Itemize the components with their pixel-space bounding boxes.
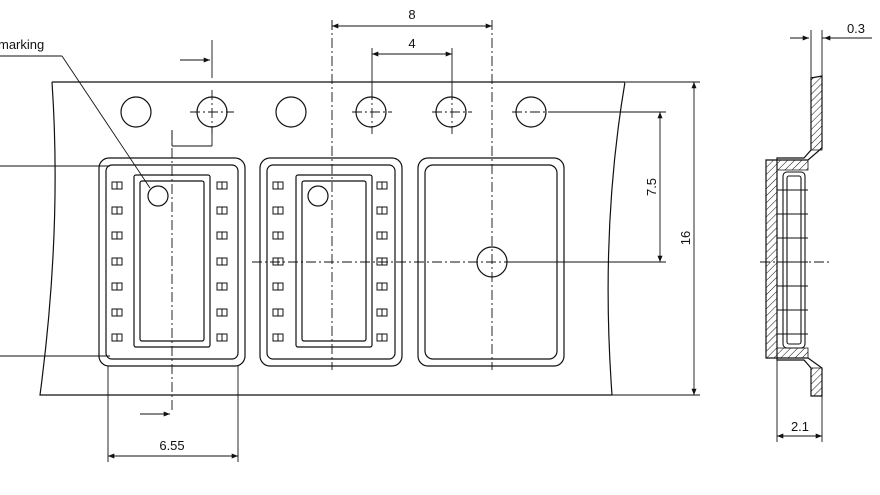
pin1-mark-2: [307, 185, 329, 207]
side-leads: [777, 189, 808, 335]
side-section-hatch: [765, 75, 823, 397]
label-hole-pitch: 4: [408, 36, 415, 51]
side-component: [782, 171, 806, 349]
tape-outline: [39, 81, 626, 396]
sprocket-holes: [120, 96, 547, 128]
label-marking: marking: [0, 37, 44, 52]
label-width: 16: [678, 231, 693, 245]
label-thickness: 0.3: [847, 21, 865, 36]
label-pitch: 8: [408, 7, 415, 22]
label-depth: 2.1: [791, 419, 809, 434]
label-pocket-width: 6.55: [159, 438, 184, 453]
ic-leads: [111, 181, 388, 342]
pin1-mark-1: [147, 185, 169, 207]
dimension-lines: [0, 20, 872, 462]
center-lines: [171, 20, 832, 410]
label-offset: 7.5: [644, 178, 659, 196]
